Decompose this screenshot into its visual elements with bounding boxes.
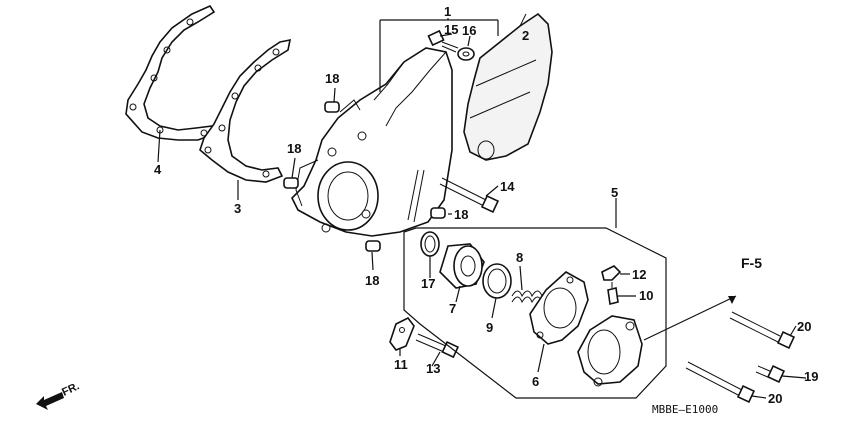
bleed-valve-part-10 [607, 282, 619, 305]
label-part-19: 19 [804, 369, 818, 384]
dowel-pin-part-18 [324, 101, 340, 113]
dowel-pin-part-18 [365, 240, 381, 252]
dowel-pin-part-18 [430, 207, 446, 219]
cap-part-12 [601, 265, 622, 281]
label-part-18: 18 [454, 207, 468, 222]
label-part-4: 4 [154, 162, 162, 177]
label-part-17: 17 [421, 276, 435, 291]
clamp-part-11 [389, 316, 415, 351]
assembly-bracket-part-1 [379, 18, 499, 92]
leader-lines [157, 33, 807, 399]
label-part-18: 18 [287, 141, 301, 156]
assembly-box-part-5 [403, 198, 667, 399]
front-arrow-icon [36, 392, 64, 410]
label-part-18: 18 [325, 71, 339, 86]
label-part-13: 13 [426, 361, 440, 376]
gasket-part-3 [199, 38, 292, 183]
label-part-20: 20 [797, 319, 811, 334]
filter-element-part-2 [463, 12, 553, 161]
bolt-part-20 [685, 361, 756, 404]
bolt-part-20 [729, 311, 796, 350]
gasket-part-4 [125, 4, 216, 141]
label-part-7: 7 [449, 301, 456, 316]
label-part-3: 3 [234, 201, 241, 216]
label-part-9: 9 [486, 320, 493, 335]
label-part-10: 10 [639, 288, 653, 303]
label-part-16: 16 [462, 23, 476, 38]
bolt-part-19 [755, 364, 786, 384]
slave-cylinder-body [577, 315, 643, 387]
washer-part-16 [457, 47, 475, 61]
label-part-8: 8 [516, 250, 523, 265]
left-crankcase-cover-part-1 [291, 47, 453, 237]
label-part-12: 12 [632, 267, 646, 282]
label-part-18: 18 [365, 273, 379, 288]
oil-seal-part-17 [420, 231, 440, 257]
seal-ring-part-9 [482, 263, 512, 299]
section-reference-label: F-5 [741, 255, 762, 271]
part-labels: 1 2 3 4 5 6 7 8 9 10 11 12 13 14 15 16 1… [154, 4, 818, 406]
label-part-5: 5 [611, 185, 618, 200]
front-label: FR. [60, 380, 81, 398]
piston-part-7 [439, 243, 485, 289]
dowel-pin-part-18 [283, 177, 299, 189]
bolt-part-15 [427, 29, 459, 53]
gasket-part-6 [529, 271, 589, 345]
bolt-part-14 [439, 177, 500, 214]
label-part-2: 2 [522, 28, 529, 43]
label-part-20: 20 [768, 391, 782, 406]
label-part-15: 15 [444, 22, 458, 37]
front-direction-marker: FR. [36, 380, 81, 410]
label-part-1: 1 [444, 4, 451, 19]
label-part-6: 6 [532, 374, 539, 389]
label-part-14: 14 [500, 179, 515, 194]
label-part-11: 11 [394, 357, 408, 372]
diagram-code: MBBE—E1000 [652, 403, 718, 416]
